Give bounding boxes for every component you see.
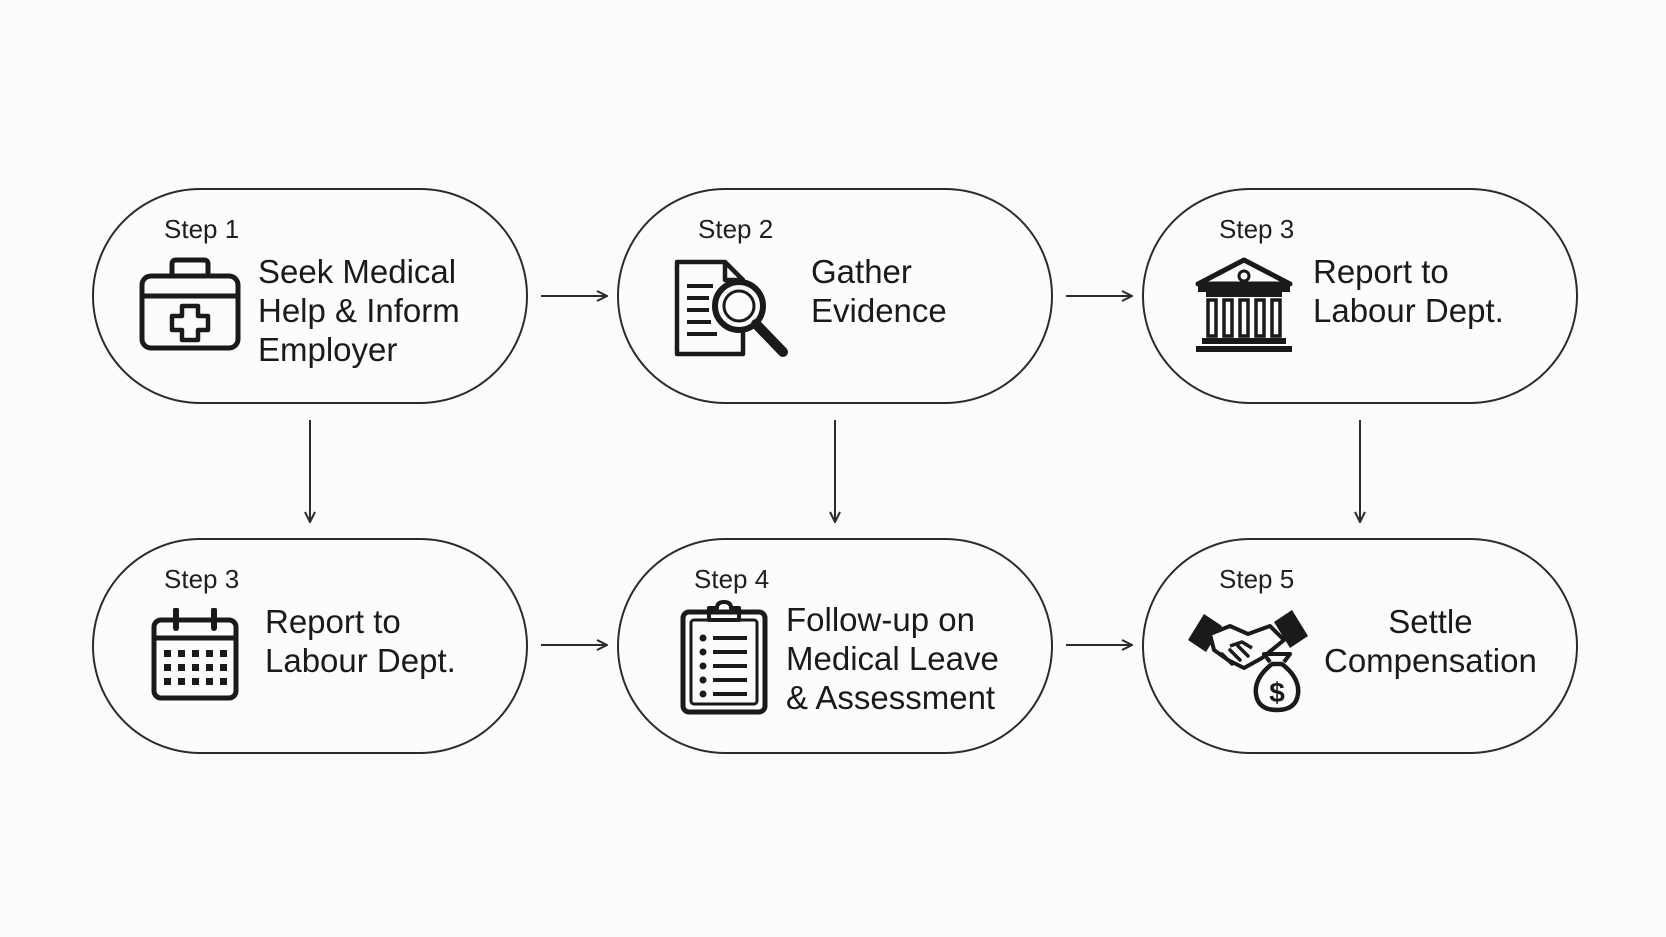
step-card-2: Step 2 Gather Evidence <box>617 188 1053 404</box>
step-label: Step 5 <box>1219 564 1295 594</box>
step-title: Follow-up on Medical Leave & Assessment <box>786 601 999 716</box>
clipboard-checklist-icon <box>679 600 769 716</box>
step-title: Seek Medical Help & Inform Employer <box>258 253 460 368</box>
step-title: Settle Compensation <box>1324 603 1537 679</box>
step-title: Report to Labour Dept. <box>265 603 456 679</box>
step-title: Report to Labour Dept. <box>1313 253 1504 329</box>
document-search-icon <box>673 258 791 362</box>
step-title: Gather Evidence <box>811 253 947 329</box>
svg-text:$: $ <box>1269 677 1285 708</box>
step-card-1: Step 1 Seek Medical Help & Inform Employ… <box>92 188 528 404</box>
step-label: Step 3 <box>1219 214 1295 244</box>
step-label: Step 2 <box>698 214 774 244</box>
step-card-3: Step 3 Report to Labour Dept. <box>1142 188 1578 404</box>
first-aid-kit-icon <box>138 256 242 352</box>
handshake-money-bag-icon: $ <box>1184 606 1312 716</box>
step-label: Step 3 <box>164 564 240 594</box>
step-card-5: Step 4 Follow-up on Medical Leave & Asse… <box>617 538 1053 754</box>
step-label: Step 1 <box>164 214 240 244</box>
government-building-icon <box>1192 254 1296 354</box>
step-card-4: Step 3 Report to Labour Dept. <box>92 538 528 754</box>
step-card-6: Step 5 $ Settle Compensation <box>1142 538 1578 754</box>
step-label: Step 4 <box>694 564 770 594</box>
calendar-icon <box>150 608 240 702</box>
